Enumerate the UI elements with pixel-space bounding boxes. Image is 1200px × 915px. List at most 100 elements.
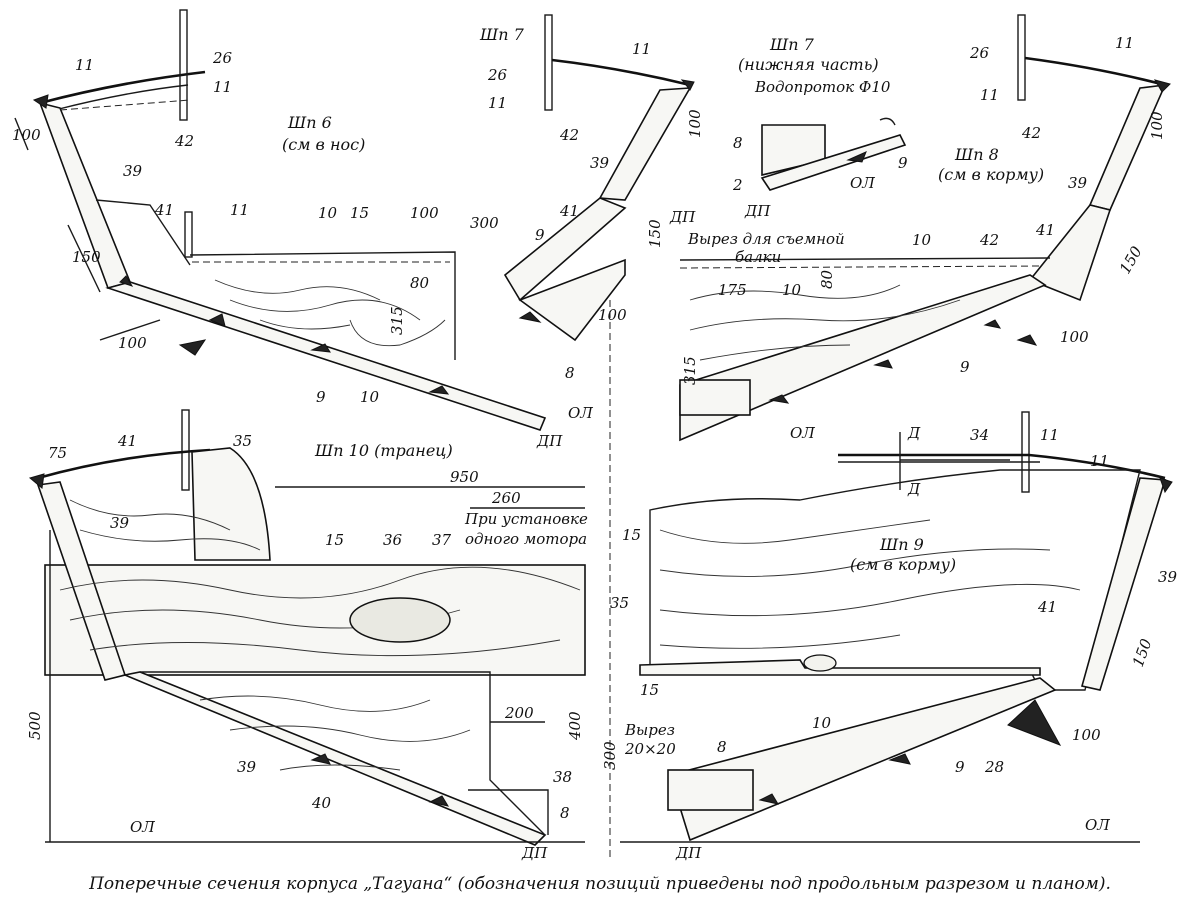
section-shp7-lower: Шп 7 (нижняя часть) Водопроток Ф10 8 2 9…: [732, 35, 908, 220]
dim-315-shp6: 315: [388, 306, 406, 335]
label-11-shp7-a: 11: [488, 94, 507, 112]
section-shp7: Шп 7 26 11 11 42 39 41 9 100 100 150 ДП: [479, 14, 704, 342]
dim-500-shp10: 500: [26, 711, 44, 740]
dim-150-shp9: 150: [1129, 636, 1156, 669]
section-shp10: 500 400 950 260 200 75 41 35 39 15 36 37…: [26, 409, 588, 862]
label-42-shp7: 42: [559, 126, 579, 144]
dim-10-shp6: 100: [410, 204, 439, 222]
label-dp-shp10: ДП: [521, 844, 548, 862]
drain-hole: [803, 654, 837, 672]
label-26-shp8: 26: [969, 44, 990, 62]
dim-100-shp6-bottom: 100: [118, 334, 147, 352]
label-15-shp9-b: 15: [640, 681, 659, 699]
dim-200-shp10: 200: [504, 704, 534, 722]
label-ol-shp8: ОЛ: [790, 424, 815, 442]
section-title-shp7: Шп 7: [479, 25, 525, 44]
label-8-shp10: 8: [560, 804, 570, 822]
label-41-shp6: 41: [154, 201, 174, 219]
label-34-shp9: 34: [970, 426, 989, 444]
label-15-shp10: 15: [325, 531, 344, 549]
note-cutout-small-line2: 20×20: [624, 740, 676, 758]
label-11-shp8-b: 11: [1115, 34, 1134, 52]
label-dp-shp7-lower: ДП: [744, 202, 771, 220]
dim-950-shp10: 950: [450, 468, 479, 486]
section-shp8: 26 11 11 42 39 41 10 42 9 ОЛ 100 100 150…: [679, 14, 1171, 442]
dim-100-shp7-top: 100: [686, 109, 704, 138]
dim-400-shp10: 400: [566, 711, 584, 741]
label-35-shp9: 35: [610, 594, 629, 612]
section-title-shp7-lower: Шп 7: [769, 35, 815, 54]
label-26-shp6: 26: [212, 49, 233, 67]
label-39-shp10-b: 39: [237, 758, 257, 776]
note-one-motor-line1: При установке: [464, 510, 588, 528]
label-10-shp6-a: 10: [318, 204, 338, 222]
label-10-shp6-b: 10: [360, 388, 380, 406]
note-one-motor-line2: одного мотора: [465, 530, 587, 548]
label-9-shp7: 9: [535, 226, 545, 244]
note-drain-hole: Водопроток Ф10: [754, 78, 891, 96]
section-title-shp6: Шп 6: [287, 113, 332, 132]
label-42-shp8-b: 42: [979, 231, 999, 249]
section-title-shp8: Шп 8: [954, 145, 999, 164]
dim-150-shp7: 150: [646, 219, 664, 248]
label-39-shp8: 39: [1068, 174, 1088, 192]
label-8-shp9: 8: [717, 738, 727, 756]
label-38-shp10: 38: [553, 768, 572, 786]
dim-150-shp8: 150: [1116, 243, 1146, 277]
section-shp9: Д Д 34 11 11 15 35 15 10 39 41 9 28 8 10…: [601, 411, 1178, 862]
label-26-shp7: 26: [487, 66, 508, 84]
label-9-shp8: 9: [960, 358, 970, 376]
label-10-shp8-beam: 10: [782, 281, 802, 299]
label-9-shp6: 9: [316, 388, 326, 406]
dim-100-shp8-top: 100: [1148, 111, 1166, 140]
label-35-shp10: 35: [233, 432, 252, 450]
motor-cutout: [349, 597, 451, 643]
dim-300-shp6: 300: [470, 214, 499, 232]
hull-cross-sections-drawing: 100 150 100 11 26 11 42 39 41 11 10 15 1…: [12, 9, 1178, 862]
label-39-shp7: 39: [590, 154, 610, 172]
note-beam-cutout-line1: Вырез для съемной: [687, 230, 845, 248]
figure-caption: Поперечные сечения корпуса „Тагуана“ (об…: [89, 874, 1111, 894]
label-11-shp8-a: 11: [980, 86, 999, 104]
label-41-shp9: 41: [1037, 598, 1057, 616]
section-shp6: 100 150 100 11 26 11 42 39 41 11 10 15 1…: [12, 9, 593, 450]
label-9-shp7-lower: 9: [898, 154, 908, 172]
dim-80-shp6: 80: [410, 274, 430, 292]
note-cutout-small-line1: Вырез: [624, 721, 675, 739]
label-42-shp6: 42: [174, 132, 194, 150]
label-ol-shp9: ОЛ: [1085, 816, 1110, 834]
label-15-shp6: 15: [350, 204, 369, 222]
label-8-shp6: 8: [565, 364, 575, 382]
label-d-section-bottom: Д: [907, 480, 921, 498]
section-subtitle-shp6: (см в нос): [282, 135, 365, 154]
label-9-shp9: 9: [955, 758, 965, 776]
dim-100-shp8-bottom: 100: [1060, 328, 1089, 346]
label-dp-shp6: ДП: [536, 432, 563, 450]
section-title-shp9: Шп 9: [879, 535, 924, 554]
label-41-shp7: 41: [559, 202, 579, 220]
label-11-shp9-a: 11: [1040, 426, 1059, 444]
label-41-shp10: 41: [117, 432, 137, 450]
label-dp-shp7: ДП: [669, 208, 696, 226]
label-42-shp8-a: 42: [1021, 124, 1041, 142]
label-37-shp10: 37: [432, 531, 452, 549]
section-subtitle-shp9: (см в корму): [850, 555, 956, 574]
label-2-shp7-lower: 2: [732, 176, 743, 194]
label-ol-shp7-lower: ОЛ: [850, 174, 875, 192]
label-8-shp7-lower: 8: [733, 134, 743, 152]
label-15-shp9-a: 15: [622, 526, 641, 544]
label-ol-shp10: ОЛ: [130, 818, 155, 836]
label-39-shp6: 39: [123, 162, 143, 180]
label-10-shp9: 10: [812, 714, 832, 732]
label-39-shp9: 39: [1158, 568, 1178, 586]
label-10-shp8: 10: [912, 231, 932, 249]
label-d-section-top: Д: [907, 424, 921, 442]
label-ol-shp6: ОЛ: [568, 404, 593, 422]
label-11-shp9-b: 11: [1090, 452, 1109, 470]
label-36-shp10: 36: [383, 531, 403, 549]
section-title-shp10: Шп 10 (транец): [314, 441, 453, 460]
label-11-shp6-a: 11: [75, 56, 94, 74]
label-11-shp6-b: 11: [213, 78, 232, 96]
label-28-shp9: 28: [984, 758, 1004, 776]
label-11-shp6-c: 11: [230, 201, 249, 219]
